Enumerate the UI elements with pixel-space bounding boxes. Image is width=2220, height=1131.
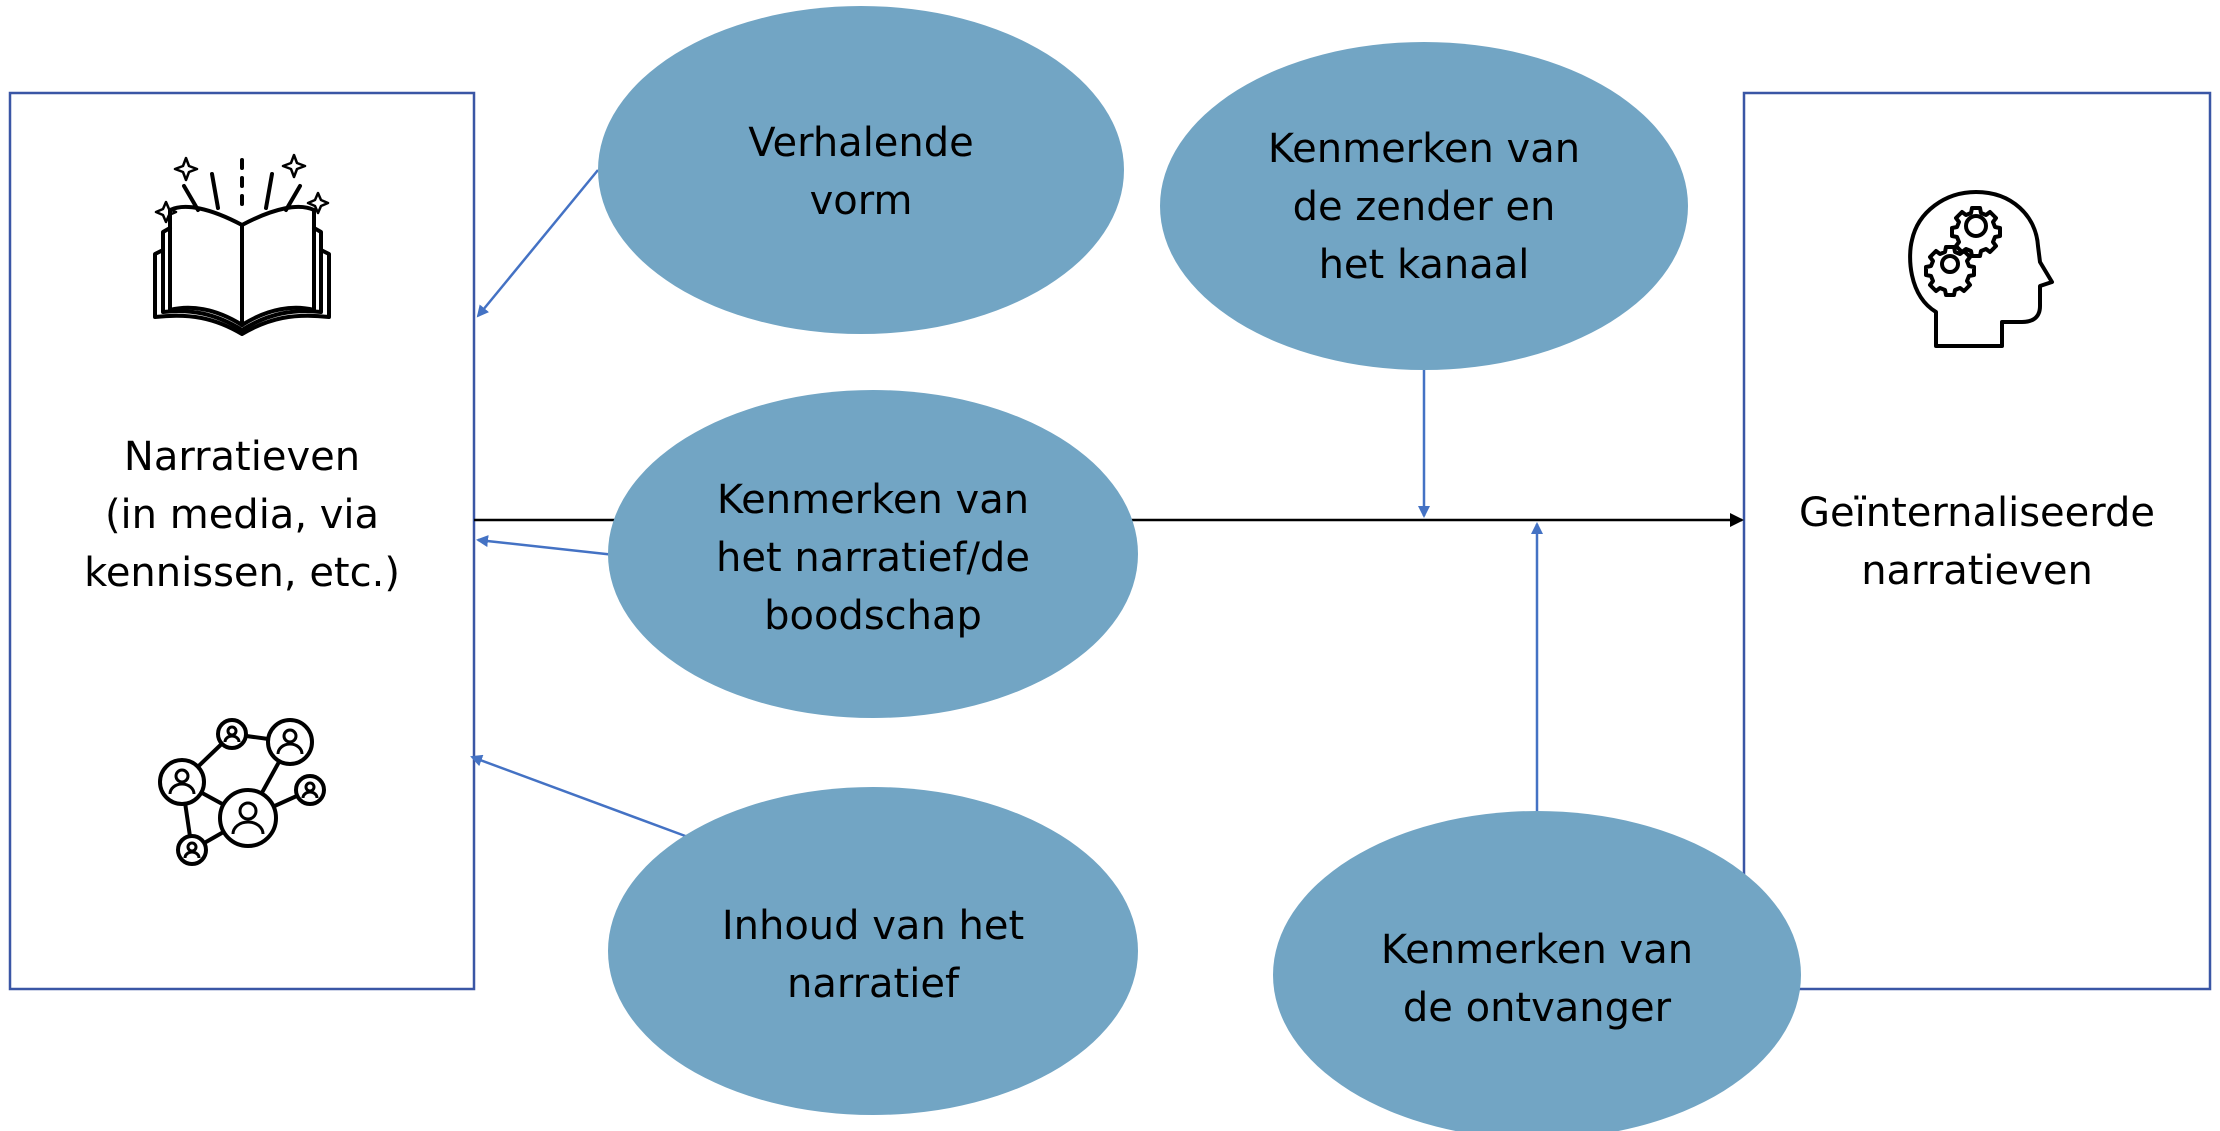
narratief-line-3: boodschap — [764, 593, 982, 639]
arrow-verhalende-to-left — [476, 169, 599, 318]
zender-line-1: Kenmerken van — [1267, 126, 1581, 172]
ontvanger-line-1: Kenmerken van — [1380, 927, 1694, 973]
narratief-line-1: Kenmerken van — [716, 477, 1030, 523]
left-box-line-1: Narratieven — [123, 434, 361, 480]
left-box-line-3: kennissen, etc.) — [84, 550, 400, 596]
arrow-narratief-to-left — [476, 535, 616, 557]
ellipse-zender-kanaal — [1160, 42, 1688, 370]
inhoud-narratief-label: Inhoud van het narratief — [653, 897, 1093, 1013]
zender-line-2: de zender en — [1292, 184, 1556, 230]
verhalende-line-2: vorm — [809, 178, 913, 224]
ellipse-narratief-boodschap — [608, 390, 1138, 718]
right-box-line-2: narratieven — [1861, 548, 2093, 594]
social-network-icon — [158, 718, 326, 866]
inhoud-line-2: narratief — [786, 961, 960, 1007]
head-gears-icon — [1908, 190, 2054, 348]
narratief-line-2: het narratief/de — [716, 535, 1030, 581]
right-box-label: Geïnternaliseerde narratieven — [1744, 484, 2210, 600]
verhalende-vorm-label: Verhalende vorm — [661, 114, 1061, 230]
right-box — [1742, 91, 2212, 991]
right-box-line-1: Geïnternaliseerde — [1799, 490, 2155, 536]
zender-line-3: het kanaal — [1318, 242, 1530, 288]
narratief-boodschap-label: Kenmerken van het narratief/de boodschap — [643, 471, 1103, 645]
ellipse-verhalende-vorm — [598, 6, 1124, 334]
arrow-inhoud-to-left — [470, 754, 689, 839]
left-box-label: Narratieven (in media, via kennissen, et… — [10, 428, 474, 602]
zender-kanaal-label: Kenmerken van de zender en het kanaal — [1214, 120, 1634, 294]
ellipse-inhoud-narratief — [608, 787, 1138, 1115]
open-book-icon — [153, 153, 331, 336]
ellipse-ontvanger — [1273, 811, 1801, 1131]
left-box-line-2: (in media, via — [104, 492, 380, 538]
ontvanger-label: Kenmerken van de ontvanger — [1317, 921, 1757, 1037]
inhoud-line-1: Inhoud van het — [721, 903, 1025, 949]
verhalende-line-1: Verhalende — [748, 120, 974, 166]
ontvanger-line-2: de ontvanger — [1402, 985, 1672, 1031]
